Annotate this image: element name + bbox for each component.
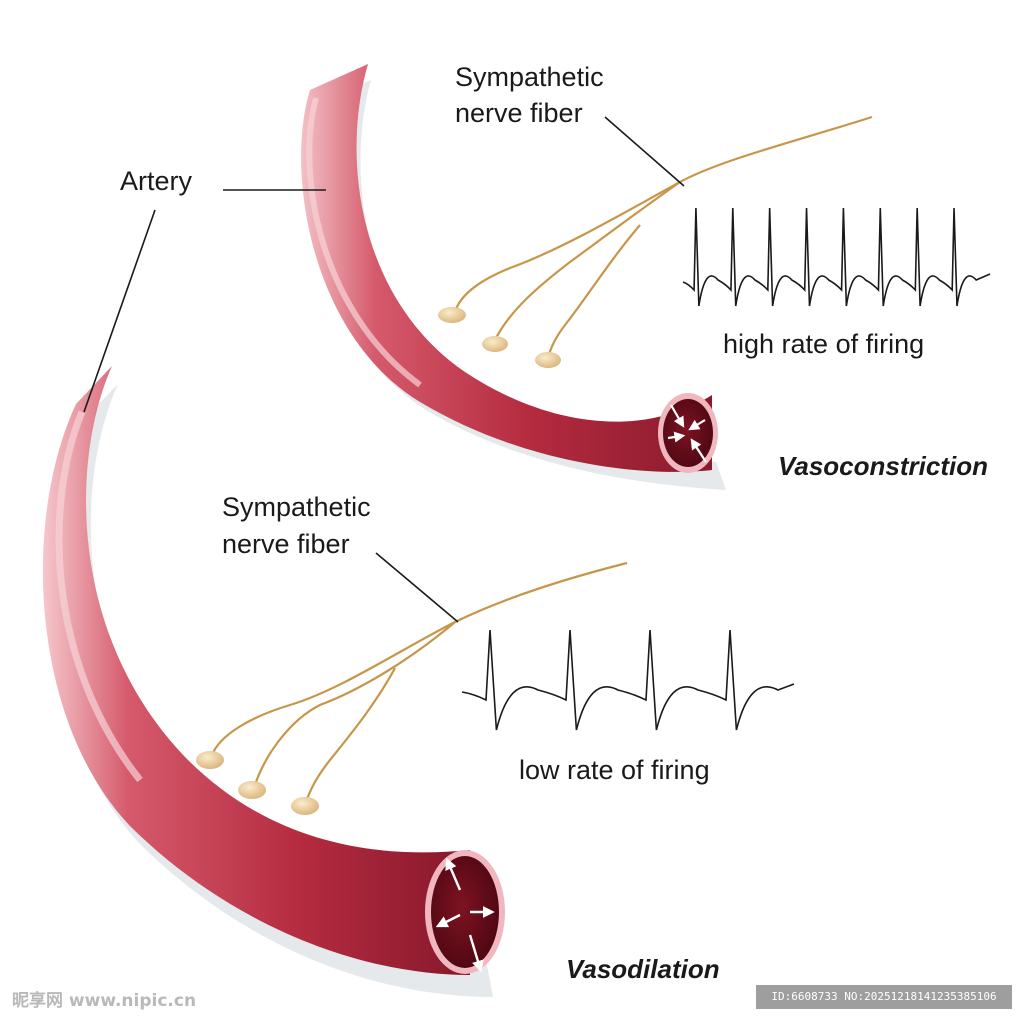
synapse-bottom-3 (291, 797, 319, 815)
synapses-top (438, 307, 561, 368)
label-low-rate: low rate of firing (519, 755, 710, 785)
nerve-fiber-top (453, 115, 873, 359)
leader-lines (83, 116, 685, 623)
artery-bottom-body (42, 366, 470, 975)
synapse-bottom-1 (196, 751, 224, 769)
synapse-top-2 (482, 336, 508, 352)
constriction-arrows (667, 404, 707, 463)
nerve-fiber-bottom (210, 561, 628, 803)
artery-top (301, 64, 726, 490)
artery-bottom-highlight (55, 410, 143, 783)
firing-trace-low (461, 629, 795, 731)
label-high-rate: high rate of firing (723, 329, 924, 359)
label-bottom-fiber-line2: nerve fiber (222, 529, 350, 559)
synapse-top-1 (438, 307, 466, 323)
leader-fiber-top (604, 116, 685, 187)
dilation-arrows (435, 857, 495, 973)
label-bottom-fiber-line1: Sympathetic (222, 492, 371, 522)
watermark-site: 昵享网 www.nipic.cn (12, 990, 196, 1011)
firing-trace-high (682, 207, 991, 307)
label-top-fiber-line2: nerve fiber (455, 98, 583, 128)
artery-bottom (42, 366, 505, 997)
synapse-bottom-2 (238, 781, 266, 799)
synapse-top-3 (535, 352, 561, 368)
label-top-fiber-line1: Sympathetic (455, 62, 604, 92)
title-vasodilation: Vasodilation (566, 954, 720, 984)
synapses-bottom (196, 751, 319, 815)
label-artery: Artery (120, 166, 193, 196)
title-vasoconstriction: Vasoconstriction (778, 451, 988, 481)
artery-top-highlight (306, 97, 422, 388)
lumen-top (663, 399, 713, 467)
lumen-bottom (431, 856, 499, 968)
watermark-id-badge: ID:6608733 NO:20251218141235385106 (756, 985, 1012, 1009)
leader-artery-bottom (83, 209, 156, 413)
leader-fiber-bottom (375, 552, 459, 623)
